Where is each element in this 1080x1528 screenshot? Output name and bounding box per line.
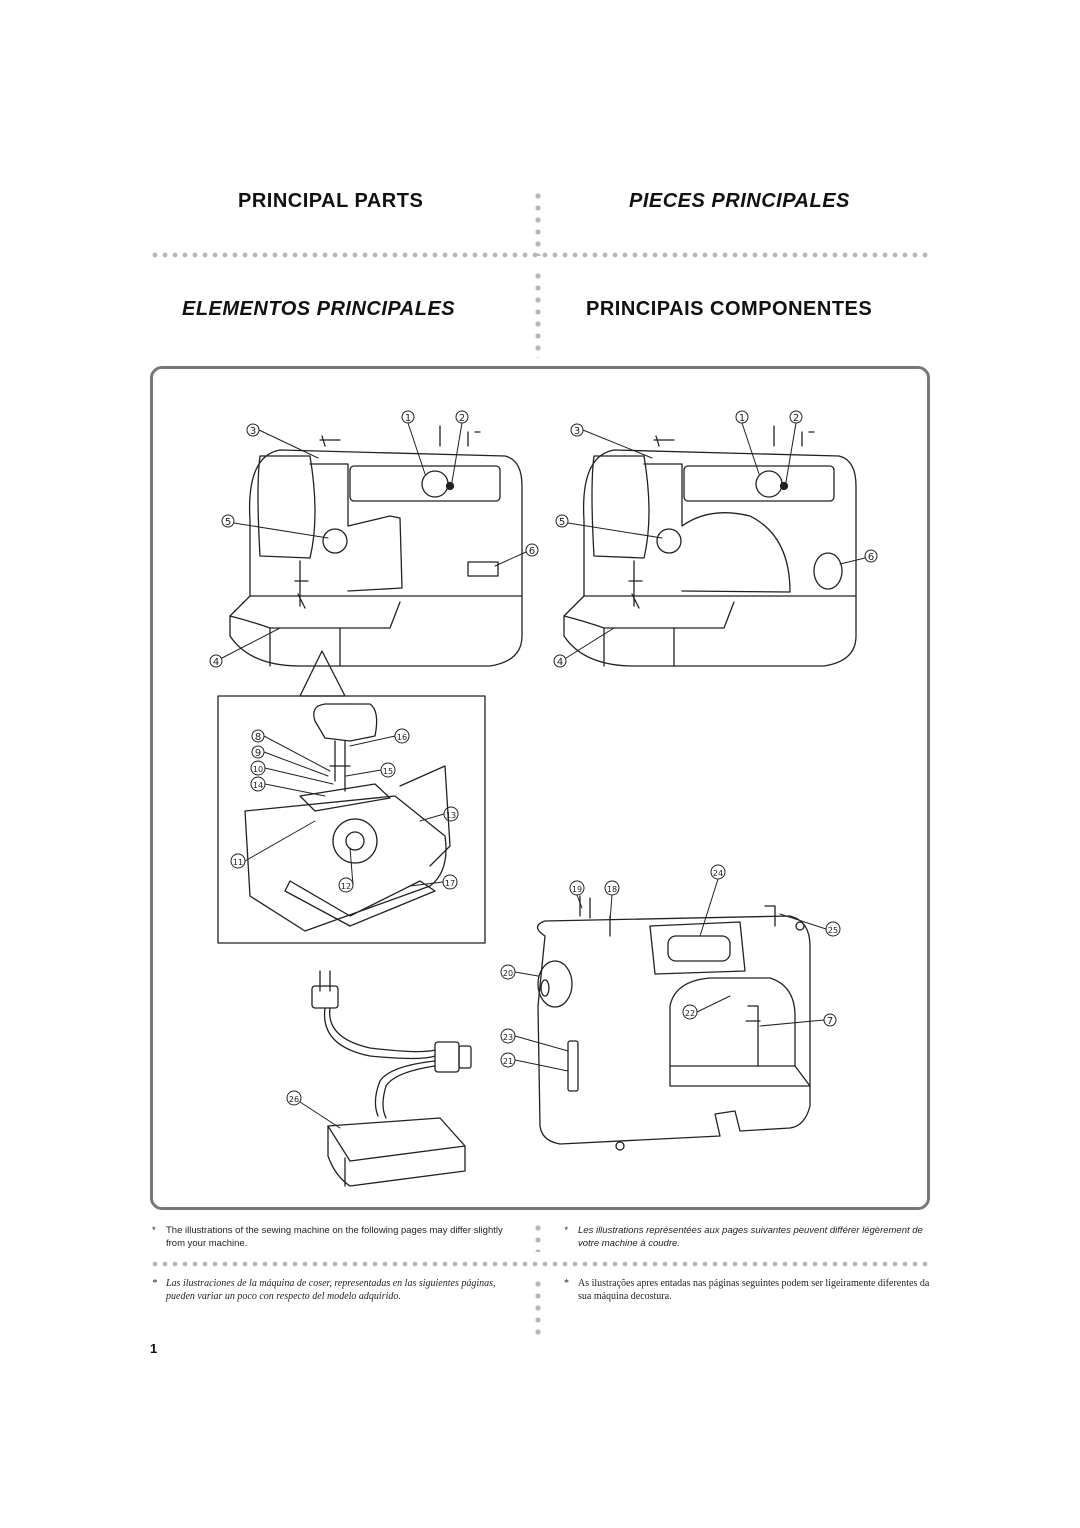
callout-1-b: 1 (735, 410, 749, 424)
callout-21: 21 (500, 1052, 516, 1068)
svg-text:10: 10 (253, 765, 263, 774)
callouts-machine-b: 1 2 3 5 6 4 (553, 410, 878, 668)
svg-text:20: 20 (503, 969, 513, 978)
divider-vertical-notes-top (535, 1222, 541, 1252)
note-spanish-text: Las ilustraciones de la máquina de coser… (166, 1278, 496, 1302)
callout-15: 15 (380, 762, 396, 778)
divider-vertical-top (535, 190, 541, 256)
callout-24: 24 (710, 864, 726, 880)
callout-2: 2 (455, 410, 469, 424)
heading-principais-componentes: PRINCIPAIS COMPONENTES (586, 298, 873, 320)
callout-11: 11 (230, 853, 246, 869)
svg-text:2: 2 (459, 413, 465, 424)
callouts-machine-a: 1 2 3 5 6 4 (209, 410, 539, 668)
svg-text:11: 11 (233, 858, 243, 867)
callout-6-b: 6 (864, 549, 878, 563)
note-marker: * (564, 1278, 569, 1289)
svg-text:6: 6 (529, 546, 535, 557)
illustration-frame (150, 366, 930, 1210)
svg-text:3: 3 (250, 426, 256, 437)
heading-pieces-principales: PIECES PRINCIPALES (629, 190, 850, 212)
detail-inset-needle-area (217, 695, 486, 944)
note-french: * Les illustrations représentées aux pag… (564, 1224, 928, 1250)
svg-text:2: 2 (793, 413, 799, 424)
heading-principal-parts: PRINCIPAL PARTS (238, 190, 424, 212)
svg-text:7: 7 (827, 1016, 833, 1027)
callout-17: 17 (442, 874, 458, 890)
note-french-text: Les illustrations représentées aux pages… (578, 1225, 923, 1249)
callout-14: 14 (250, 776, 266, 792)
callout-22: 22 (682, 1004, 698, 1020)
svg-text:8: 8 (255, 732, 261, 743)
callout-3: 3 (246, 423, 260, 437)
note-marker: * (152, 1225, 156, 1236)
cord-and-foot-controller (311, 970, 472, 1187)
svg-text:3: 3 (574, 426, 580, 437)
divider-vertical-notes-bottom (535, 1278, 541, 1338)
note-marker: * (152, 1278, 157, 1289)
callout-20: 20 (500, 964, 516, 980)
note-marker: * (564, 1225, 568, 1236)
callouts-machine-rear: 24 19 18 25 20 22 7 23 21 (500, 864, 841, 1072)
note-portuguese-text: As ilustrações apres entadas nas páginas… (578, 1278, 930, 1302)
svg-text:13: 13 (446, 811, 456, 820)
callout-7: 7 (823, 1013, 837, 1027)
svg-text:24: 24 (713, 869, 723, 878)
callout-5: 5 (221, 514, 235, 528)
svg-text:21: 21 (503, 1057, 513, 1066)
note-portuguese: * As ilustrações apres entadas nas págin… (564, 1277, 930, 1303)
divider-vertical-mid (535, 270, 541, 358)
callout-6: 6 (525, 543, 539, 557)
svg-text:5: 5 (225, 517, 231, 528)
callout-16: 16 (394, 728, 410, 744)
zoom-connector (299, 650, 346, 697)
svg-text:4: 4 (213, 657, 219, 668)
svg-text:17: 17 (445, 879, 455, 888)
svg-text:26: 26 (289, 1095, 299, 1104)
callout-5-b: 5 (555, 514, 569, 528)
callout-23: 23 (500, 1028, 516, 1044)
svg-text:14: 14 (253, 781, 263, 790)
svg-text:4: 4 (557, 657, 563, 668)
svg-text:15: 15 (383, 767, 393, 776)
svg-text:25: 25 (828, 926, 838, 935)
svg-text:19: 19 (572, 885, 582, 894)
svg-text:9: 9 (255, 748, 261, 759)
svg-text:12: 12 (341, 882, 351, 891)
callout-10: 10 (250, 760, 266, 776)
callout-1: 1 (401, 410, 415, 424)
callouts-detail-inset: 8 9 10 14 11 12 13 15 16 17 (230, 728, 459, 893)
svg-text:18: 18 (607, 885, 617, 894)
divider-horizontal-notes (150, 1261, 930, 1267)
callout-13: 13 (443, 806, 459, 822)
svg-text:16: 16 (397, 733, 407, 742)
callout-4-b: 4 (553, 654, 567, 668)
machine-front-view-b (563, 425, 857, 667)
callout-19: 19 (569, 880, 585, 896)
svg-text:5: 5 (559, 517, 565, 528)
callout-9: 9 (251, 745, 265, 759)
callout-3-b: 3 (570, 423, 584, 437)
note-english-text: The illustrations of the sewing machine … (166, 1225, 503, 1249)
callout-18: 18 (604, 880, 620, 896)
heading-elementos-principales: ELEMENTOS PRINCIPALES (182, 298, 456, 320)
callout-25: 25 (825, 921, 841, 937)
svg-text:1: 1 (739, 413, 745, 424)
machine-rear-view (536, 895, 811, 1151)
callout-2-b: 2 (789, 410, 803, 424)
note-english: * The illustrations of the sewing machin… (152, 1224, 516, 1250)
callout-4: 4 (209, 654, 223, 668)
note-spanish: * Las ilustraciones de la máquina de cos… (152, 1277, 516, 1303)
callout-26: 26 (286, 1090, 341, 1129)
page-number: 1 (150, 1341, 158, 1356)
sewing-machine-illustrations: 1 2 3 5 6 4 1 2 3 5 6 4 (209, 410, 878, 1187)
svg-text:23: 23 (503, 1033, 513, 1042)
callout-8: 8 (251, 729, 265, 743)
callout-12: 12 (338, 877, 354, 893)
svg-text:6: 6 (868, 552, 874, 563)
svg-text:22: 22 (685, 1009, 695, 1018)
svg-text:1: 1 (405, 413, 411, 424)
machine-front-view-a (229, 425, 523, 667)
divider-horizontal-top (150, 252, 930, 258)
